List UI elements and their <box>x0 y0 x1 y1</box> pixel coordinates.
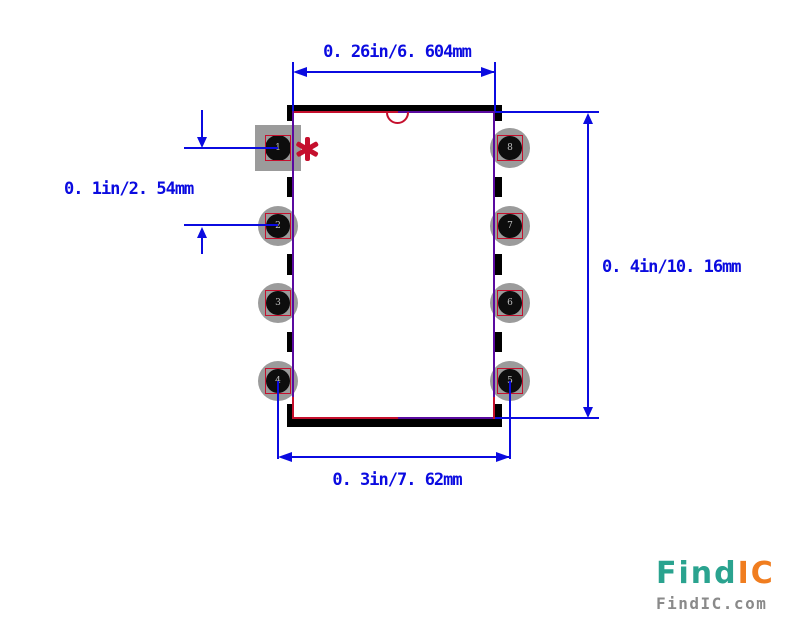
pad-pin-3: 3 <box>258 283 298 323</box>
arrowhead-right-icon <box>481 67 495 77</box>
pad-outline <box>496 212 523 239</box>
arrowhead-down-icon <box>197 137 207 148</box>
extension-line <box>292 62 294 111</box>
dimension-label-bottom: 0. 3in/7. 62mm <box>332 470 462 490</box>
dimension-line-bottom <box>281 456 509 458</box>
package-dash-right <box>495 332 502 352</box>
package-dash-left <box>287 254 294 275</box>
extension-line <box>509 381 511 459</box>
outline-right-edge-lower <box>493 397 495 419</box>
pad-outline <box>496 134 523 161</box>
drill-hole <box>266 214 290 238</box>
arrowhead-right-icon <box>496 452 510 462</box>
extension-top-right <box>494 111 599 113</box>
findic-logo: FindIC FindIC.com <box>656 556 775 613</box>
pitch-arrow-shaft-lower <box>201 238 203 254</box>
outline-top-purple <box>398 111 494 113</box>
extension-line <box>494 62 496 111</box>
arrowhead-left-icon <box>278 452 292 462</box>
outline-right-edge <box>493 111 495 397</box>
findic-logo-wordmark: FindIC <box>656 556 775 591</box>
pin-number: 3 <box>275 298 281 308</box>
arrowhead-left-icon <box>293 67 307 77</box>
dimension-label-height: 0. 4in/10. 16mm <box>602 257 742 277</box>
drill-hole <box>498 136 522 160</box>
findic-logo-caption: FindIC.com <box>656 594 768 613</box>
dimension-label-top: 0. 26in/6. 604mm <box>323 42 472 62</box>
package-bottom-edge <box>287 419 502 427</box>
package-dash-right <box>495 254 502 275</box>
package-top-edge <box>287 105 502 112</box>
arrowhead-up-icon <box>583 113 593 124</box>
pin-number: 2 <box>275 221 281 231</box>
pin-number: 7 <box>507 221 513 231</box>
drill-hole <box>498 214 522 238</box>
package-corner-top-right <box>495 105 502 121</box>
pad-pin-8: 8 <box>490 128 530 168</box>
package-dash-right <box>495 177 502 197</box>
pad-pin-2: 2 <box>258 206 298 246</box>
drill-hole <box>498 291 522 315</box>
pin-number: 8 <box>507 143 513 153</box>
pin1-marker-icon <box>295 137 319 161</box>
dimension-line-top <box>296 71 494 73</box>
arrowhead-up-icon <box>197 227 207 238</box>
outline-top-red <box>293 111 398 113</box>
logo-text-ic: IC <box>737 556 775 591</box>
pad-outline <box>264 289 291 316</box>
dimension-label-pitch: 0. 1in/2. 54mm <box>64 179 194 199</box>
pad-pin-7: 7 <box>490 206 530 246</box>
arrowhead-down-icon <box>583 407 593 418</box>
package-dash-left <box>287 177 294 197</box>
pitch-line-pin1 <box>184 147 278 149</box>
drill-hole <box>266 291 290 315</box>
extension-line <box>277 381 279 459</box>
package-dash-left <box>287 332 294 352</box>
pin-number: 6 <box>507 298 513 308</box>
extension-bottom-right <box>494 417 599 419</box>
outline-bottom-red <box>293 417 398 419</box>
pad-outline <box>496 289 523 316</box>
dimension-line-right <box>587 115 589 416</box>
package-corner-bottom-left <box>287 404 294 419</box>
logo-text-find: Find <box>656 556 738 591</box>
package-corner-top-left <box>287 105 294 121</box>
outline-left-edge <box>292 111 294 397</box>
pitch-arrow-shaft-upper <box>201 110 203 138</box>
pin1-notch-arc <box>386 112 410 125</box>
pad-pin-6: 6 <box>490 283 530 323</box>
outline-left-edge-lower <box>292 397 294 419</box>
outline-bottom-purple <box>398 417 494 419</box>
pitch-line-pin2 <box>184 224 278 226</box>
package-corner-bottom-right <box>495 404 502 419</box>
